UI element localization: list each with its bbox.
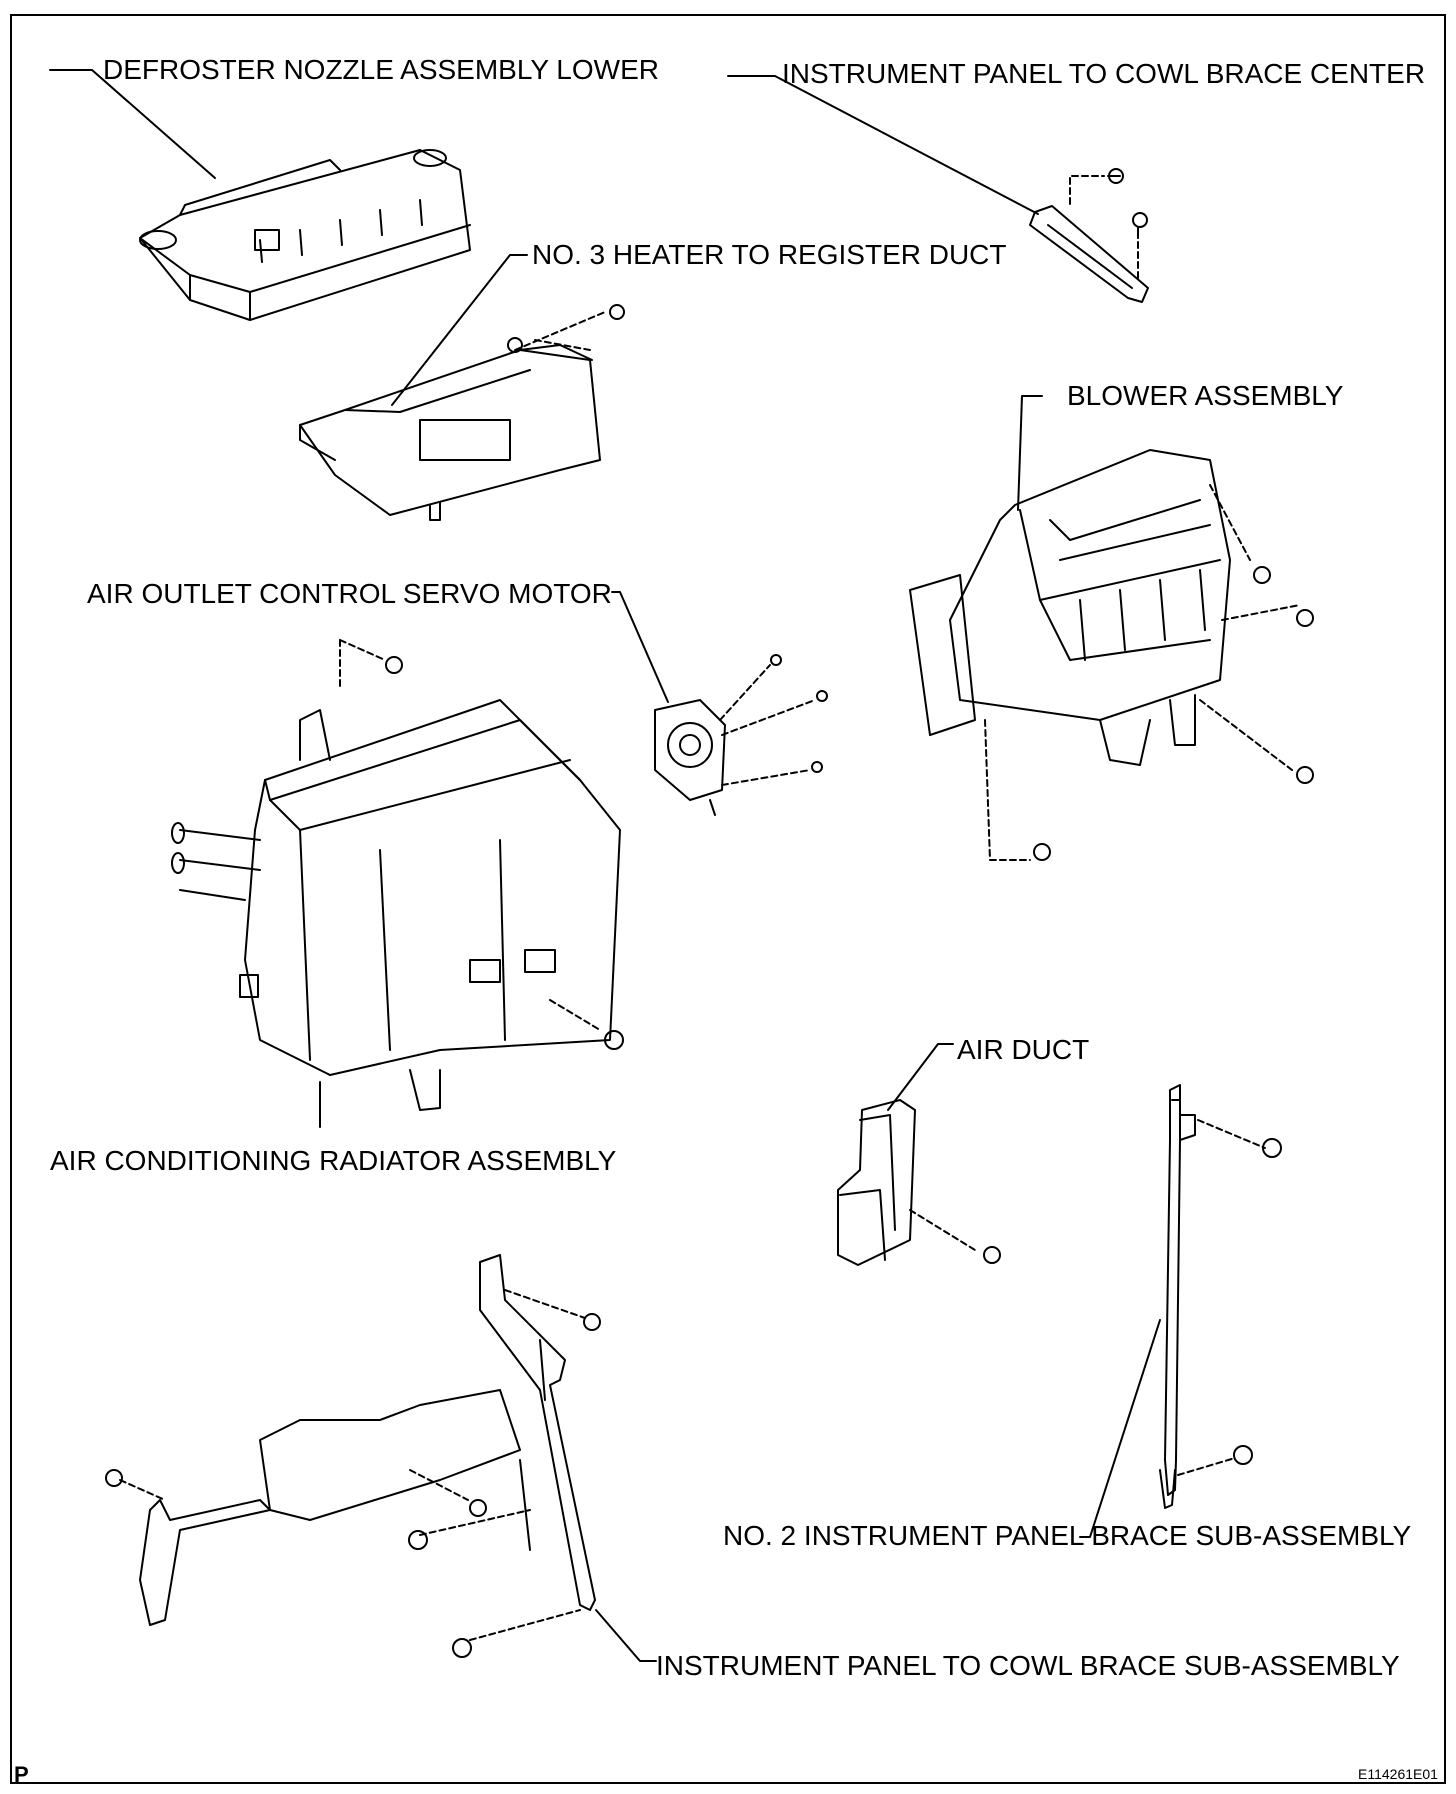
defroster-nozzle-part xyxy=(139,149,471,321)
diagram-frame xyxy=(10,14,1446,1784)
brace-no2-part xyxy=(1159,1084,1282,1509)
label-cowl-brace-sub: INSTRUMENT PANEL TO COWL BRACE SUB-ASSEM… xyxy=(656,1650,1400,1681)
leader-lines xyxy=(49,69,1161,1662)
heater-duct-part xyxy=(299,304,625,521)
servo-motor-part xyxy=(654,654,828,816)
label-brace-no2: NO. 2 INSTRUMENT PANEL BRACE SUB-ASSEMBL… xyxy=(723,1520,1412,1551)
air-duct-part xyxy=(837,1099,1001,1266)
label-cowl-brace-center: INSTRUMENT PANEL TO COWL BRACE CENTER xyxy=(782,58,1426,89)
label-servo-motor: AIR OUTLET CONTROL SERVO MOTOR xyxy=(87,578,612,609)
label-defroster-nozzle: DEFROSTER NOZZLE ASSEMBLY LOWER xyxy=(103,54,659,85)
blower-assembly-part xyxy=(909,449,1314,861)
label-radiator-assembly: AIR CONDITIONING RADIATOR ASSEMBLY xyxy=(50,1145,617,1176)
radiator-assembly-part xyxy=(171,639,624,1111)
cowl-brace-sub-part xyxy=(105,1254,601,1658)
corner-mark: P xyxy=(14,1762,29,1787)
label-heater-duct: NO. 3 HEATER TO REGISTER DUCT xyxy=(532,239,1007,270)
figure-code: E114261E01 xyxy=(1358,1766,1438,1782)
label-air-duct: AIR DUCT xyxy=(957,1034,1090,1065)
cowl-brace-center-part xyxy=(1029,168,1149,303)
label-blower-assembly: BLOWER ASSEMBLY xyxy=(1067,380,1344,411)
